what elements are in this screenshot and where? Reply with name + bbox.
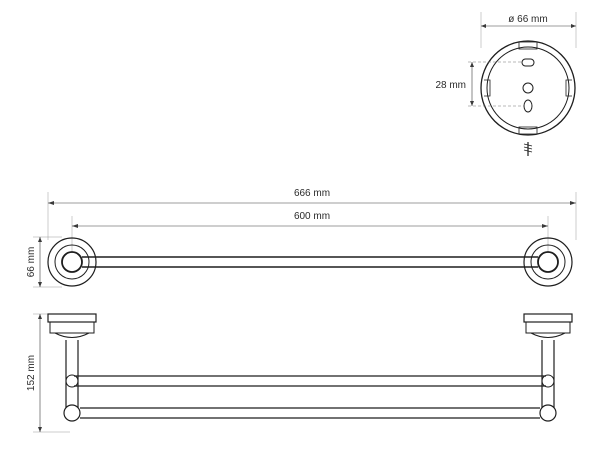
front-height-label: 66 mm (26, 247, 37, 278)
bar-length-label: 600 mm (294, 211, 330, 222)
right-bracket (523, 313, 573, 422)
flange-detail-view: ø 66 mm 28 mm (435, 12, 577, 156)
flange-diameter-label: ø 66 mm (508, 14, 547, 25)
front-view: 666 mm 600 mm 66 mm (26, 188, 577, 288)
screw-icon (523, 142, 533, 156)
side-height-label: 152 mm (26, 355, 37, 391)
side-view: 152 mm (26, 313, 573, 433)
hole-spacing-label: 28 mm (435, 80, 466, 91)
left-bracket (47, 313, 97, 422)
overall-length-label: 666 mm (294, 188, 330, 199)
